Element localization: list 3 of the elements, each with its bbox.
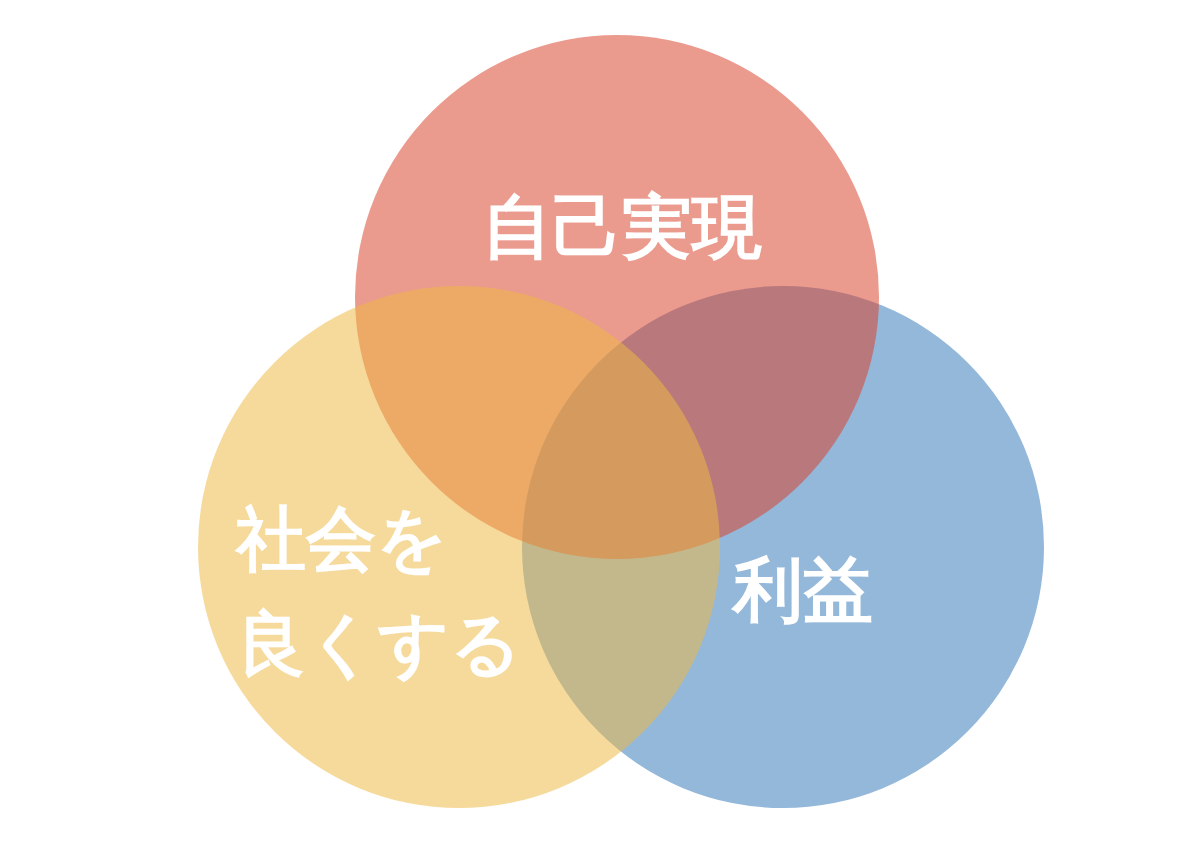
venn-label: 社会を良くする <box>236 497 523 687</box>
venn-label: 自己実現 <box>481 185 763 270</box>
venn-label: 利益 <box>733 548 874 633</box>
